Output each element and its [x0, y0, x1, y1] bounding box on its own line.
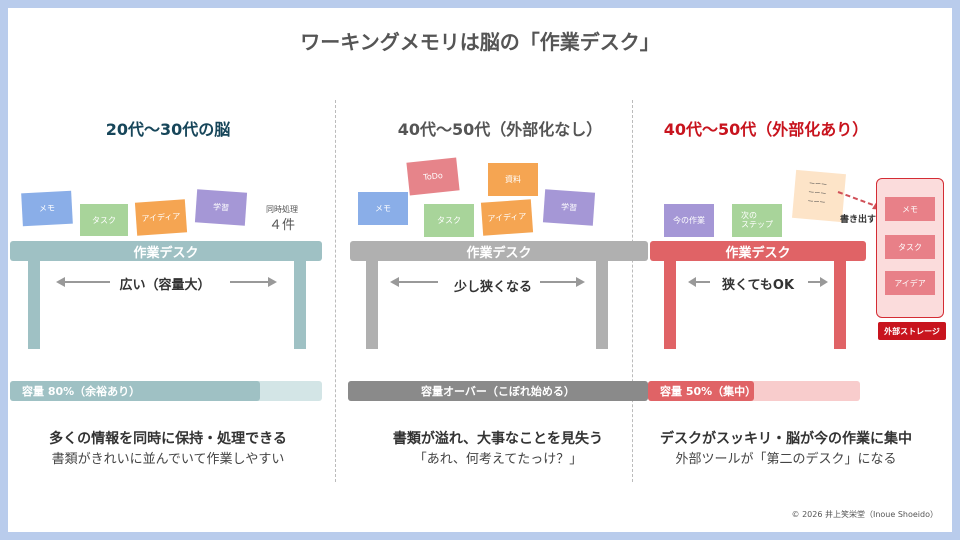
- desk-leg-right: [294, 261, 306, 349]
- storage-item-idea: アイデア: [885, 271, 935, 295]
- card-study: 学習: [194, 189, 248, 226]
- slide-title: ワーキングメモリは脳の「作業デスク」: [300, 30, 660, 54]
- desk-top: 作業デスク: [350, 241, 648, 261]
- arrow-right-head: [820, 277, 828, 287]
- card-memo: メモ: [21, 190, 73, 227]
- side-count: ４件: [268, 218, 295, 233]
- desk-top: 作業デスク: [10, 241, 322, 261]
- arrow-right: [230, 281, 268, 283]
- panel-title: 20代〜30代の脳: [105, 120, 231, 139]
- card-study: 学習: [542, 189, 596, 226]
- desc-main: 多くの情報を同時に保持・処理できる: [49, 431, 287, 447]
- storage-item-memo: メモ: [885, 197, 935, 221]
- desk-caption: 狭くてもOK: [721, 278, 795, 293]
- capacity-fill: 容量オーバー（こぼれ始める）: [348, 381, 648, 401]
- desc-sub: 外部ツールが「第二のデスク」になる: [675, 452, 897, 467]
- arrow-left: [694, 281, 710, 283]
- desk-leg-right: [596, 261, 608, 349]
- arrow-left: [64, 281, 110, 283]
- desc-sub: 「あれ、何考えてたっけ？」: [413, 452, 583, 467]
- divider-2: [632, 100, 633, 482]
- desk-leg-left: [664, 261, 676, 349]
- card-task: タスク: [424, 204, 474, 237]
- card-todo: ToDo: [406, 157, 460, 196]
- desk-caption: 広い（容量大）: [119, 278, 211, 293]
- arrow-left-head: [390, 277, 399, 287]
- copyright: © 2026 井上笑栄堂（Inoue Shoeido）: [791, 510, 938, 519]
- side-label: 同時処理: [266, 205, 298, 214]
- desc-main: 書類が溢れ、大事なことを見失う: [392, 431, 604, 447]
- desk-leg-right: [834, 261, 846, 349]
- write-out-label: 書き出す: [840, 215, 877, 225]
- panel-title: 40代〜50代（外部化なし）: [397, 120, 603, 139]
- storage-item-task: タスク: [885, 235, 935, 259]
- desc-sub: 書類がきれいに並んでいて作業しやすい: [51, 452, 285, 467]
- arrow-left-head: [688, 277, 696, 287]
- divider-1: [335, 100, 336, 482]
- arrow-right-head: [576, 277, 585, 287]
- arrow-left: [398, 281, 438, 283]
- storage-label: 外部ストレージ: [878, 322, 946, 340]
- card-docs: 資料: [488, 163, 538, 196]
- capacity-fill: 容量 80%（余裕あり）: [10, 381, 260, 401]
- card-task: タスク: [80, 204, 128, 236]
- card-current-task: 今の作業: [664, 204, 714, 237]
- panel-external: 40代〜50代（外部化あり） 今の作業 次の ステップ ーーー ーーー ーーー …: [636, 8, 952, 532]
- arrow-right-head: [268, 277, 277, 287]
- capacity-bar: 容量オーバー（こぼれ始める）: [348, 381, 648, 401]
- desc-main: デスクがスッキリ・脳が今の作業に集中: [660, 431, 912, 447]
- desk-caption: 少し狭くなる: [453, 280, 532, 295]
- arrow-right: [540, 281, 576, 283]
- slide: ワーキングメモリは脳の「作業デスク」 20代〜30代の脳 メモ タスク アイディ…: [8, 8, 952, 532]
- card-idea: アイディア: [480, 199, 534, 236]
- card-next-step: 次の ステップ: [732, 204, 782, 237]
- card-memo: メモ: [358, 192, 408, 225]
- arrow-right: [808, 281, 820, 283]
- arrow-left-head: [56, 277, 65, 287]
- desk-leg-left: [366, 261, 378, 349]
- panel-title: 40代〜50代（外部化あり）: [663, 120, 869, 139]
- external-storage: メモ タスク アイデア: [876, 178, 944, 318]
- panel-middle: 40代〜50代（外部化なし） ToDo 資料 メモ タスク アイディア 学習 作…: [340, 8, 660, 532]
- capacity-fill: 容量 50%（集中）: [648, 381, 756, 401]
- desk-leg-left: [28, 261, 40, 349]
- desk-top: 作業デスク: [650, 241, 866, 261]
- capacity-bar: 容量 50%（集中）: [648, 381, 860, 401]
- card-idea: アイディア: [134, 199, 188, 236]
- capacity-bar: 容量 80%（余裕あり）: [10, 381, 322, 401]
- panel-young: 20代〜30代の脳 メモ タスク アイディア 学習 同時処理 ４件 作業デスク …: [8, 8, 328, 532]
